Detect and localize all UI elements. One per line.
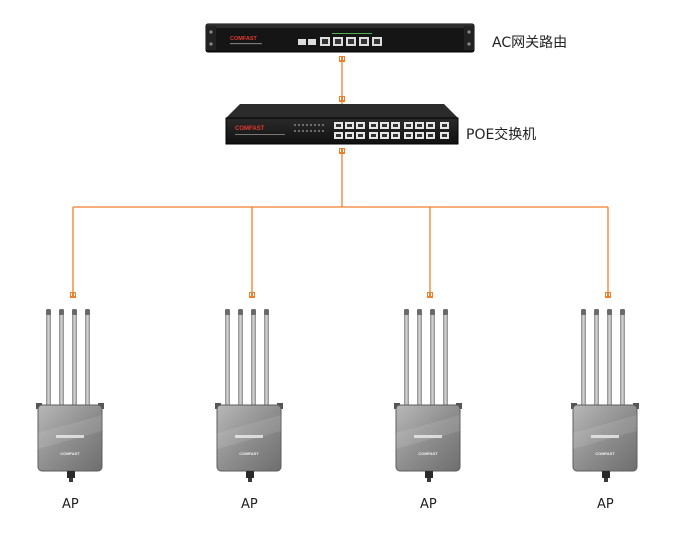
ap-2-brand: COMFAST bbox=[239, 451, 259, 456]
ap-4-brand: COMFAST bbox=[595, 451, 615, 456]
ap-label-1: AP bbox=[62, 497, 79, 512]
switch-label: POE交换机 bbox=[466, 127, 537, 143]
ap-1-brand: COMFAST bbox=[60, 451, 80, 456]
ap-label-3: AP bbox=[420, 497, 437, 512]
ap-label-4: AP bbox=[597, 497, 614, 512]
access-point-2: COMFAST bbox=[214, 308, 284, 483]
access-point-4: COMFAST bbox=[570, 308, 640, 483]
access-point-1: COMFAST bbox=[35, 308, 105, 483]
switch-brand-logo: COMFAST bbox=[235, 126, 265, 132]
ac-gateway-router: COMFAST bbox=[205, 23, 475, 53]
router-brand-logo: COMFAST bbox=[230, 36, 258, 42]
ap-label-2: AP bbox=[241, 497, 258, 512]
access-point-3: COMFAST bbox=[393, 308, 463, 483]
router-label: AC网关路由 bbox=[492, 35, 568, 51]
cable-switch-to-aps bbox=[72, 148, 609, 292]
ap-3-brand: COMFAST bbox=[418, 451, 438, 456]
poe-switch: COMFAST bbox=[225, 104, 459, 145]
